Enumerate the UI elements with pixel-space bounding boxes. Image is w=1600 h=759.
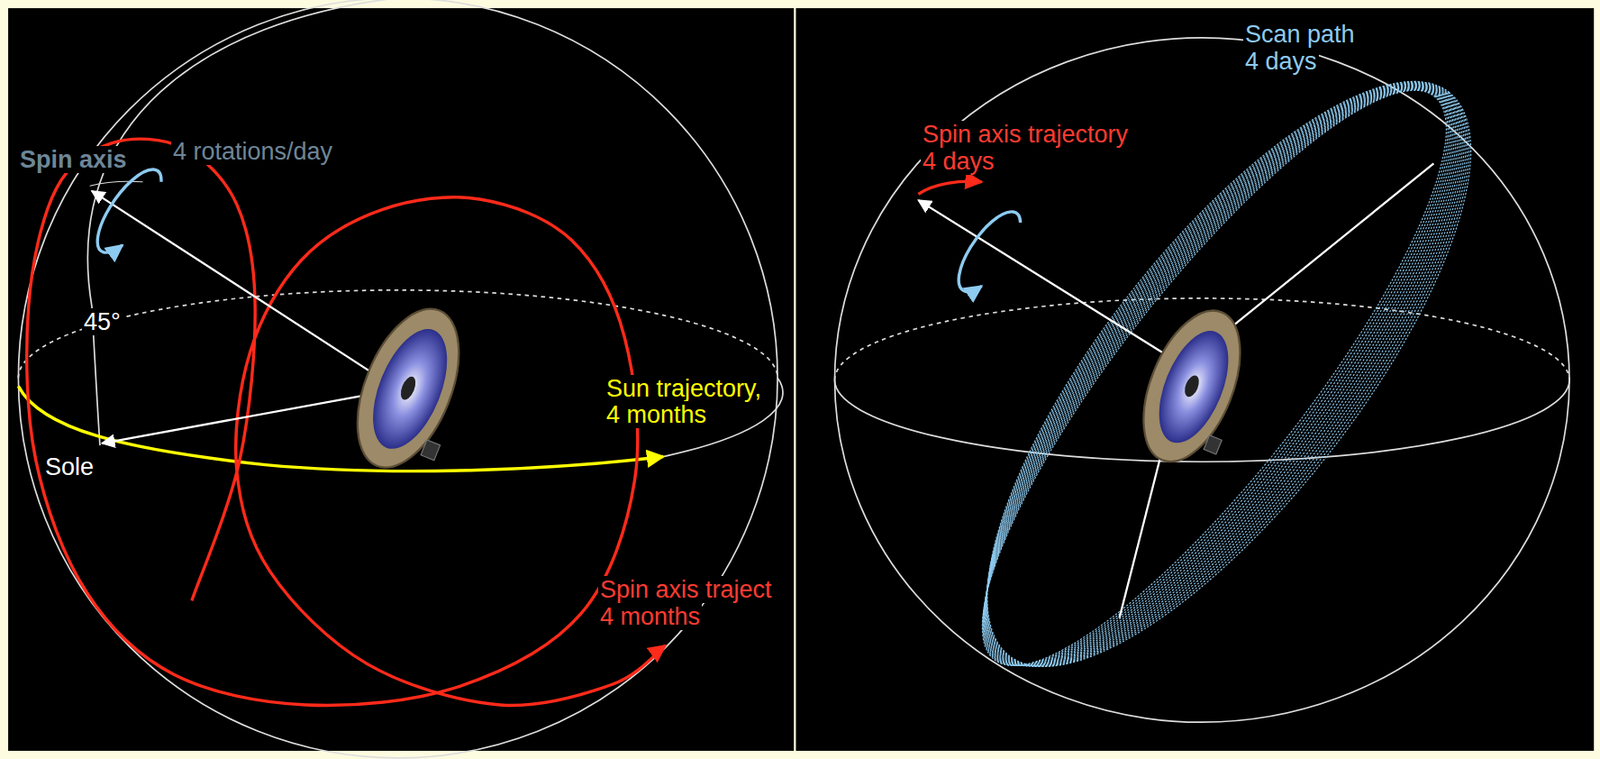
spin-axis-arrow	[918, 200, 1183, 366]
duration-label: 4 days	[920, 147, 997, 175]
rotation-arrow	[958, 211, 1020, 292]
duration-label: 4 days	[1243, 47, 1319, 75]
duration-label: 4 months	[604, 400, 709, 428]
sun-label: Sole	[43, 453, 96, 481]
rate-label: 4 rotations/day	[171, 137, 335, 165]
scan-stroke	[919, 36, 1511, 719]
scan-stroke	[909, 15, 1546, 733]
scan-stroke	[914, 25, 1531, 727]
scan-stroke	[918, 33, 1517, 721]
left-sphere	[18, 0, 783, 758]
scan-stroke	[910, 18, 1541, 731]
spin-axis-arrow	[91, 190, 393, 386]
scan-stroke	[913, 23, 1534, 728]
scan-stroke	[915, 27, 1528, 726]
scan-stroke	[909, 17, 1544, 732]
axis-label: Spin axis	[18, 145, 129, 173]
scan-stroke	[911, 19, 1539, 729]
scan-stroke	[920, 38, 1509, 718]
scan-stroke	[917, 31, 1519, 722]
scan-path	[909, 13, 1550, 735]
scan-label: Scan path	[1243, 20, 1357, 48]
rotation-arrow	[97, 169, 162, 253]
spacecraft	[1124, 296, 1267, 478]
spin-axis-trajectory	[918, 181, 982, 194]
trajectory-label: Sun trajectory,	[604, 374, 764, 402]
duration-label: 4 months	[598, 602, 702, 630]
scan-stroke	[918, 35, 1514, 720]
angle-label: 45°	[81, 308, 123, 336]
right-panel	[795, 8, 1594, 751]
sun-trajectory	[18, 385, 664, 471]
scan-stroke	[909, 13, 1550, 735]
trajectory-label: Spin axis traject	[598, 575, 774, 603]
sun-direction-arrow	[101, 390, 393, 444]
scan-stroke	[915, 28, 1525, 725]
spin-axis-trajectory	[27, 138, 666, 705]
scan-stroke	[912, 21, 1537, 728]
scan-stroke	[916, 29, 1522, 723]
spacecraft	[336, 294, 487, 485]
trajectory-label: Spin axis trajectory	[920, 120, 1130, 148]
